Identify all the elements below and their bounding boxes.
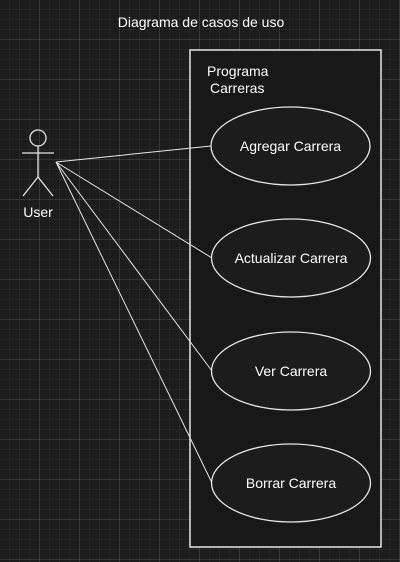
- use-case-actualizar-carrera[interactable]: Actualizar Carrera: [210, 218, 372, 298]
- association-line-ver[interactable]: [55, 161, 213, 372]
- association-line-agregar[interactable]: [55, 145, 212, 163]
- use-case-ellipse[interactable]: [210, 443, 372, 523]
- use-case-ellipse[interactable]: [210, 106, 371, 186]
- use-case-ellipse[interactable]: [210, 331, 372, 411]
- actor-left-leg: [22, 176, 39, 197]
- use-case-ellipse[interactable]: [210, 218, 372, 298]
- diagram-title: Diagrama de casos de uso: [118, 14, 285, 30]
- use-case-agregar-carrera[interactable]: Agregar Carrera: [210, 106, 371, 186]
- use-case-ver-carrera[interactable]: Ver Carrera: [210, 331, 372, 411]
- use-case-borrar-carrera[interactable]: Borrar Carrera: [210, 443, 372, 523]
- association-line-borrar[interactable]: [55, 161, 213, 484]
- actor-right-leg: [37, 176, 54, 197]
- use-case-label: Actualizar Carrera: [235, 250, 348, 266]
- use-case-label: Borrar Carrera: [246, 475, 336, 491]
- actor-label: User: [23, 204, 53, 220]
- association-line-actualizar[interactable]: [55, 161, 213, 259]
- system-label-line2: Carreras: [210, 80, 264, 96]
- use-case-label: Ver Carrera: [255, 363, 328, 379]
- actor-head: [29, 129, 47, 147]
- actor-user[interactable]: [22, 129, 54, 197]
- use-case-label: Agregar Carrera: [240, 138, 341, 154]
- system-label-line1: Programa: [207, 63, 269, 79]
